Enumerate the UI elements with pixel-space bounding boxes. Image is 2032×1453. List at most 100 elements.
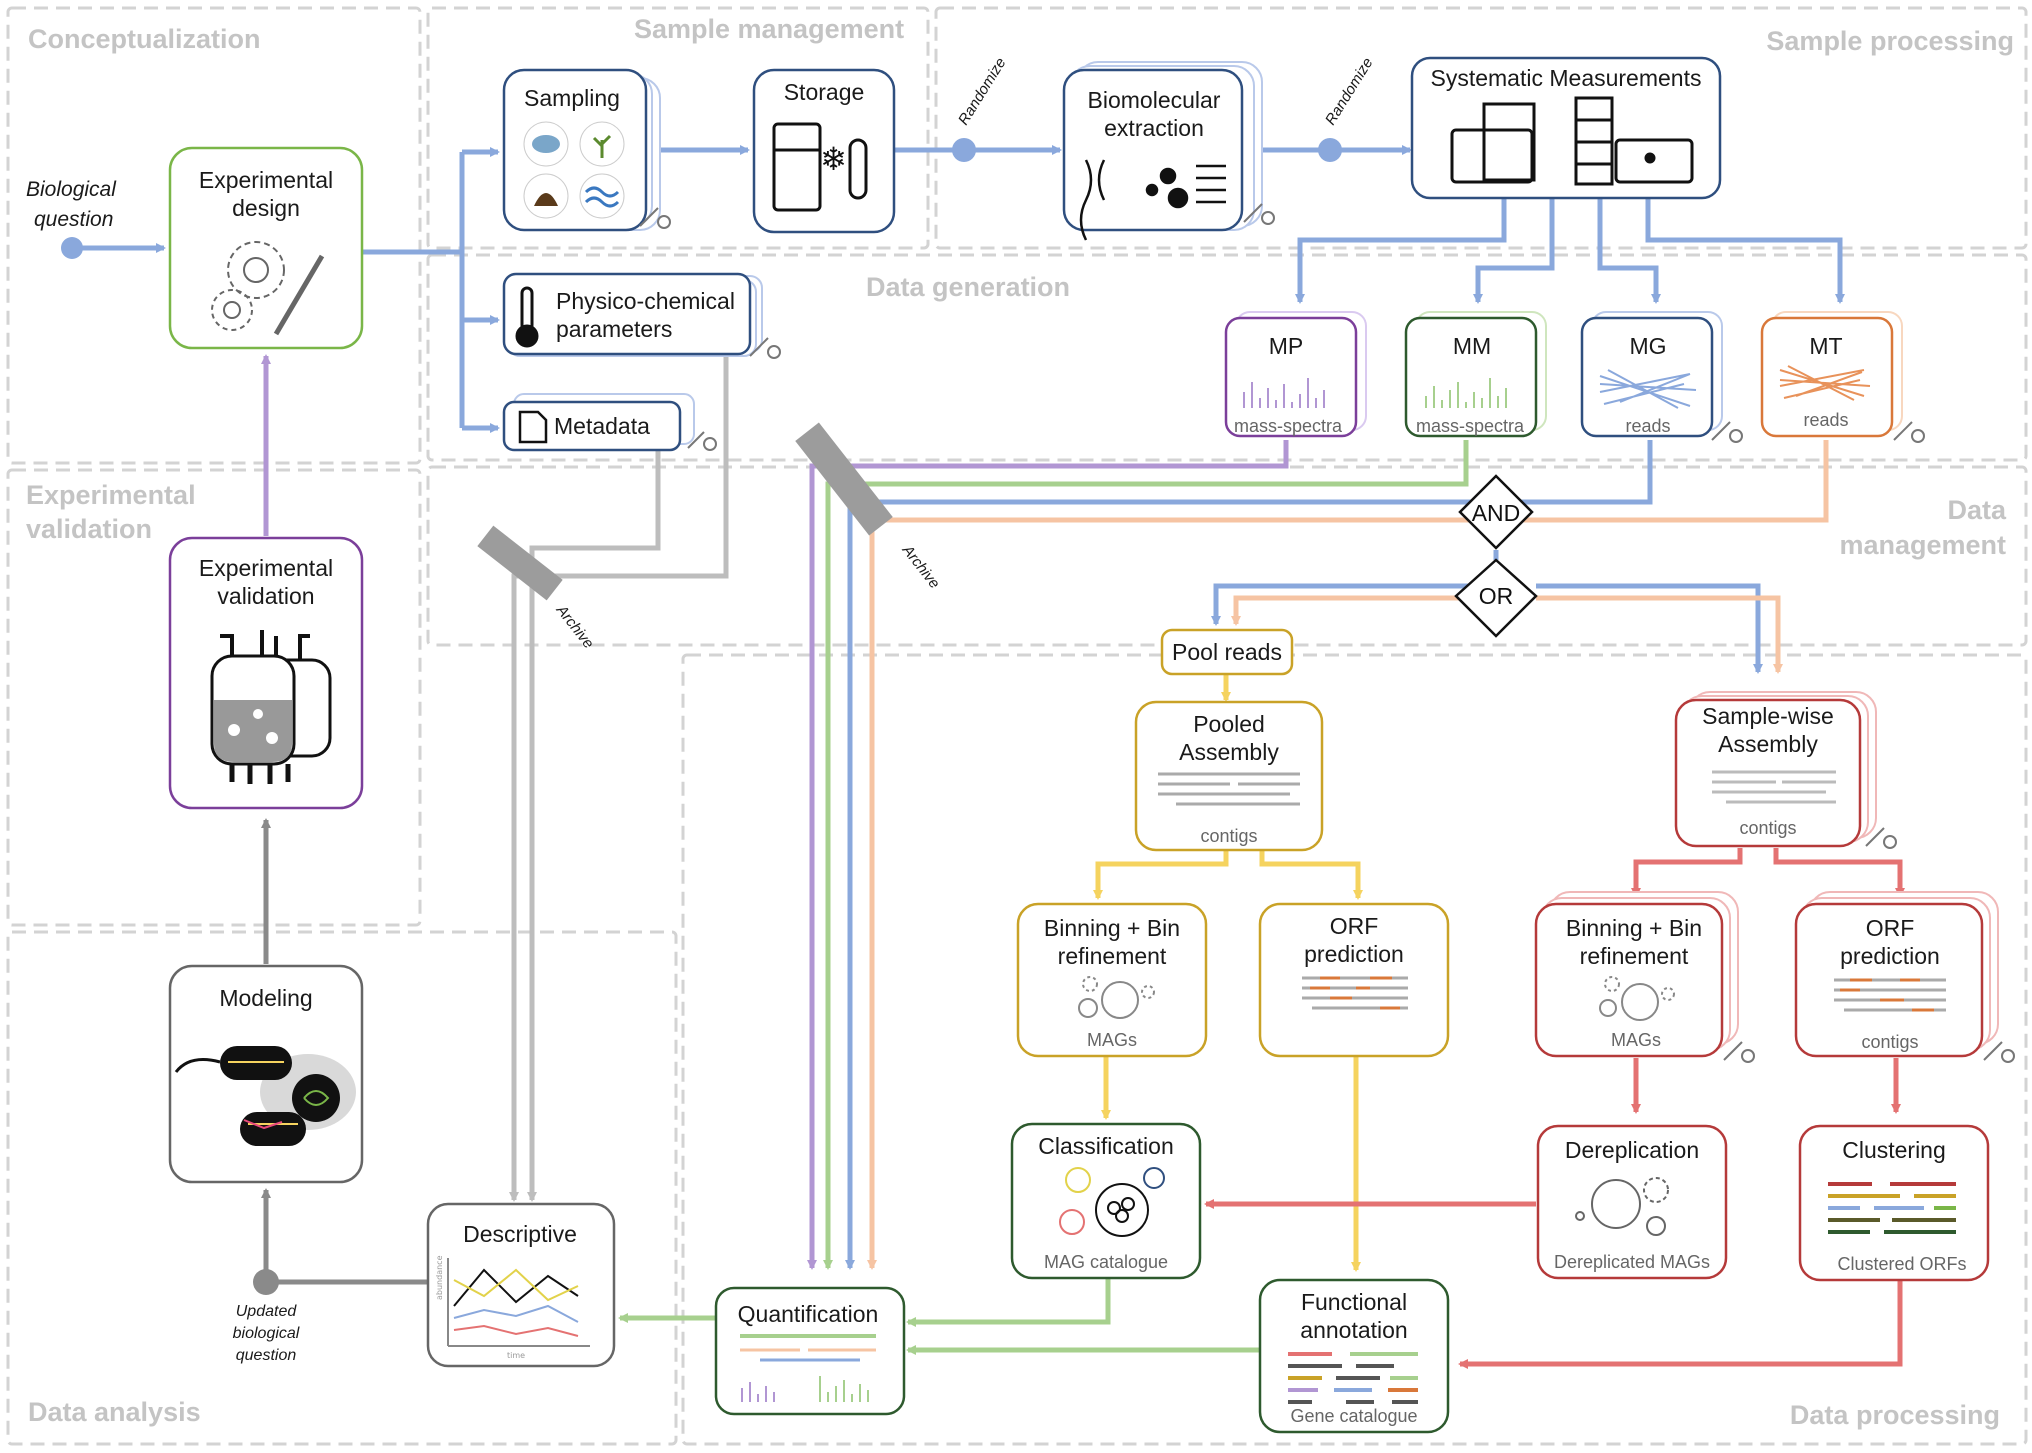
box-binning-sample[interactable]: Binning + Bin refinement MAGs bbox=[1534, 891, 1755, 1063]
region-data-generation-border bbox=[426, 253, 2028, 462]
box-sampling[interactable]: Sampling bbox=[502, 68, 671, 232]
box-title-line-2: Assembly bbox=[1718, 731, 1818, 757]
region-label-conceptualization: Conceptualization bbox=[28, 24, 261, 54]
box-subtitle: contigs bbox=[1200, 826, 1257, 846]
sample-types-icon bbox=[523, 121, 625, 219]
box-subtitle: Dereplicated MAGs bbox=[1554, 1252, 1710, 1272]
biomolecules-icon bbox=[1079, 159, 1226, 241]
abundance-icon bbox=[740, 1334, 876, 1402]
connector-gates bbox=[1211, 550, 1783, 674]
box-title-line-2: annotation bbox=[1300, 1317, 1407, 1343]
box-physico-chemical[interactable]: Physico-chemical parameters bbox=[502, 272, 781, 359]
box-pooled-assembly[interactable]: Pooled Assembly contigs bbox=[1134, 700, 1324, 852]
box-mm[interactable]: MM mass-spectra bbox=[1404, 311, 1547, 438]
box-title: MT bbox=[1809, 333, 1842, 359]
region-label-exp-validation-2: validation bbox=[26, 514, 152, 544]
version-clock-icon bbox=[1893, 421, 1925, 443]
connector-processing bbox=[618, 674, 1905, 1369]
box-title-line-1: Binning + Bin bbox=[1566, 915, 1702, 941]
box-title-line-2: refinement bbox=[1580, 943, 1689, 969]
box-experimental-validation[interactable]: Experimental validation bbox=[168, 536, 364, 810]
box-modeling[interactable]: Modeling bbox=[168, 964, 364, 1184]
box-title: Sampling bbox=[524, 85, 620, 111]
orfs-icon bbox=[1302, 976, 1408, 1010]
box-subtitle: MAGs bbox=[1611, 1030, 1661, 1050]
dereplicated-bins-icon bbox=[1575, 1177, 1669, 1236]
box-systematic-measurements[interactable]: Systematic Measurements bbox=[1410, 56, 1722, 200]
box-mt[interactable]: MT reads bbox=[1760, 311, 1925, 443]
bins-icon bbox=[1078, 976, 1155, 1019]
taxonomy-icon bbox=[1059, 1167, 1165, 1237]
gate-label: OR bbox=[1479, 583, 1514, 609]
box-orf-pooled[interactable]: ORF prediction bbox=[1258, 902, 1450, 1058]
connector-archive-grey bbox=[509, 356, 729, 1202]
box-dereplication[interactable]: Dereplication Dereplicated MAGs bbox=[1536, 1124, 1728, 1280]
box-title-line-2: prediction bbox=[1840, 943, 1940, 969]
freezer-icon: ❄ bbox=[772, 122, 868, 212]
box-title: MG bbox=[1629, 333, 1666, 359]
reads-icon bbox=[1779, 365, 1871, 401]
box-subtitle: mass-spectra bbox=[1234, 416, 1343, 436]
region-label-data-analysis: Data analysis bbox=[28, 1397, 201, 1427]
region-label-sample-processing: Sample processing bbox=[1766, 26, 2014, 56]
region-sample-management-border bbox=[426, 6, 930, 250]
box-clustering[interactable]: Clustering Clustered ORFs bbox=[1798, 1124, 1990, 1282]
box-functional-annotation[interactable]: Functional annotation Gene catalogue bbox=[1258, 1278, 1450, 1434]
version-clock-icon bbox=[1865, 827, 1897, 849]
box-title: Clustering bbox=[1842, 1137, 1946, 1163]
box-metadata[interactable]: Metadata bbox=[502, 393, 717, 452]
box-samplewise-assembly[interactable]: Sample-wise Assembly contigs bbox=[1674, 691, 1897, 849]
region-label-data-management-2: management bbox=[1839, 530, 2006, 560]
box-descriptive[interactable]: Descriptive abundance time bbox=[426, 1202, 616, 1368]
biological-question-label-2: question bbox=[34, 208, 113, 231]
box-experimental-design[interactable]: Experimental design bbox=[168, 146, 364, 350]
box-subtitle: Gene catalogue bbox=[1290, 1406, 1417, 1426]
mini-ylabel: abundance bbox=[435, 1255, 444, 1300]
version-clock-icon bbox=[687, 431, 717, 451]
connector-analysis-loop bbox=[261, 354, 428, 1285]
orfs-icon bbox=[1834, 978, 1946, 1012]
box-mp[interactable]: MP mass-spectra bbox=[1224, 311, 1367, 438]
box-title-line-1: Functional bbox=[1301, 1289, 1407, 1315]
box-subtitle: reads bbox=[1625, 416, 1670, 436]
box-title-line-1: Experimental bbox=[199, 167, 333, 193]
document-icon bbox=[518, 410, 548, 444]
contigs-icon bbox=[1712, 770, 1836, 804]
box-title-line-2: design bbox=[232, 195, 300, 221]
bioreactor-icon bbox=[210, 630, 332, 784]
region-label-data-processing: Data processing bbox=[1790, 1400, 2000, 1430]
box-binning-pooled[interactable]: Binning + Bin refinement MAGs bbox=[1016, 902, 1208, 1058]
box-classification[interactable]: Classification MAG catalogue bbox=[1010, 1122, 1202, 1280]
connector-bioq-to-design bbox=[61, 237, 166, 259]
box-storage[interactable]: Storage ❄ bbox=[752, 68, 896, 234]
clustered-orfs-icon bbox=[1828, 1182, 1956, 1234]
box-pool-reads[interactable]: Pool reads bbox=[1160, 628, 1294, 676]
region-experimental-validation-border bbox=[6, 468, 422, 927]
box-title: MP bbox=[1269, 333, 1304, 359]
archive-bar-2 bbox=[795, 422, 893, 536]
box-quantification[interactable]: Quantification bbox=[714, 1286, 906, 1416]
box-title-line-2: parameters bbox=[556, 316, 672, 342]
box-title: Modeling bbox=[219, 985, 312, 1011]
gate-or: OR bbox=[1454, 558, 1538, 638]
connector-design-split bbox=[362, 147, 500, 433]
updated-question-label-1: Updated bbox=[236, 1303, 298, 1320]
box-orf-sample[interactable]: ORF prediction contigs bbox=[1794, 891, 2015, 1063]
instruments-icon bbox=[1450, 96, 1694, 186]
region-sample-processing-border bbox=[934, 6, 2028, 250]
region-label-data-generation: Data generation bbox=[866, 272, 1070, 302]
box-title: Systematic Measurements bbox=[1431, 65, 1702, 91]
spectrum-icon bbox=[1243, 378, 1325, 408]
time-series-icon bbox=[447, 1258, 590, 1347]
randomize-node-2 bbox=[1318, 138, 1342, 162]
box-subtitle: Clustered ORFs bbox=[1837, 1254, 1966, 1274]
box-title-line-1: Biomolecular bbox=[1088, 87, 1221, 113]
box-subtitle: contigs bbox=[1861, 1032, 1918, 1052]
box-title: Dereplication bbox=[1565, 1137, 1699, 1163]
region-label-sample-management: Sample management bbox=[634, 14, 904, 44]
box-mg[interactable]: MG reads bbox=[1580, 311, 1743, 443]
box-biomolecular-extraction[interactable]: Biomolecular extraction bbox=[1062, 61, 1275, 241]
gate-and: AND bbox=[1458, 474, 1534, 550]
box-subtitle: contigs bbox=[1739, 818, 1796, 838]
